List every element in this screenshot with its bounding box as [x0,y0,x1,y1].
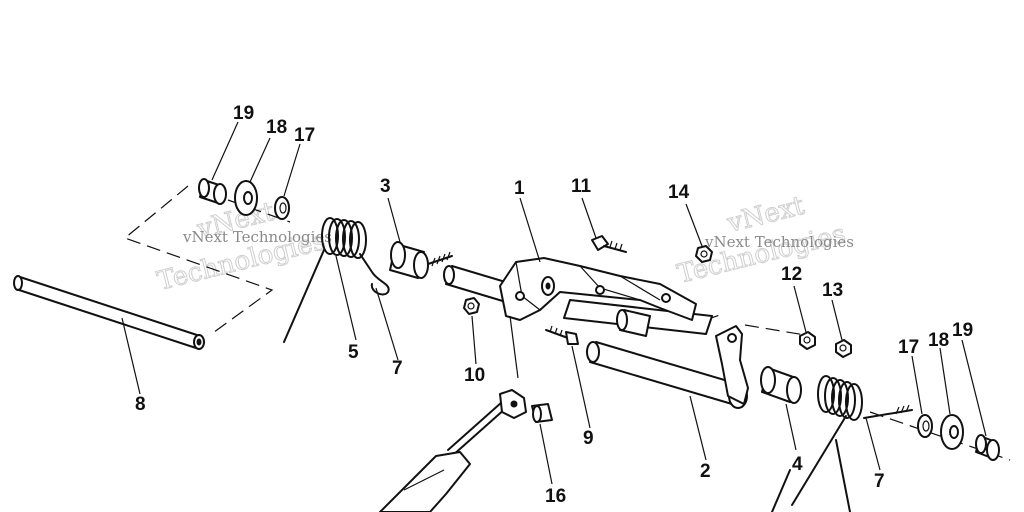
callout-9: 9 [583,428,594,449]
right-plate [715,325,749,405]
part-18-washer-right [940,414,964,450]
callout-17-left: 17 [294,125,315,146]
callout-7-right: 7 [874,471,885,492]
part-10-nut [463,297,480,315]
part-17-nut-left [274,196,290,220]
callout-7-left: 7 [392,358,403,379]
part-8-rod [13,275,205,350]
callout-19-left: 19 [233,103,254,124]
callout-5: 5 [348,342,359,363]
callout-16: 16 [545,486,566,507]
part-9-bolt [545,325,579,345]
callout-2: 2 [700,461,711,482]
part-5-spring-left [283,217,390,343]
callout-19-right: 19 [952,320,973,341]
callout-13: 13 [822,280,843,301]
lower-cylinder [379,439,851,512]
part-11-bolt [591,235,627,253]
leader-lines [121,121,987,485]
part-16-linkage [447,389,553,457]
part-18-washer-left [234,180,258,216]
callout-11: 11 [571,176,592,197]
part-4-bushing-right [760,366,802,404]
watermark-right: vNext Technologies vNext Technologies [674,190,854,290]
svg-text:vNext Technologies: vNext Technologies [182,228,332,246]
part-13-nut [835,339,852,358]
callout-3: 3 [380,176,391,197]
callout-1: 1 [514,178,525,199]
callout-18-left: 18 [266,117,287,138]
part-19-bushing-right [975,434,1000,461]
part-17-nut-right [917,414,933,438]
part-12-nut [799,331,816,350]
svg-text:vNext Technologies: vNext Technologies [704,233,854,251]
callout-17-right: 17 [898,337,919,358]
part-14-nut [695,245,713,263]
callout-8: 8 [135,394,146,415]
callout-12: 12 [781,264,802,285]
callout-18-right: 18 [928,330,949,351]
part-1-bracket [499,257,697,337]
part-5-spring-right [791,375,913,506]
callout-4: 4 [792,454,803,475]
callout-10: 10 [464,365,485,386]
part-3-bushing [389,241,453,279]
callout-14: 14 [668,182,690,203]
part-19-bushing-left [198,178,227,205]
